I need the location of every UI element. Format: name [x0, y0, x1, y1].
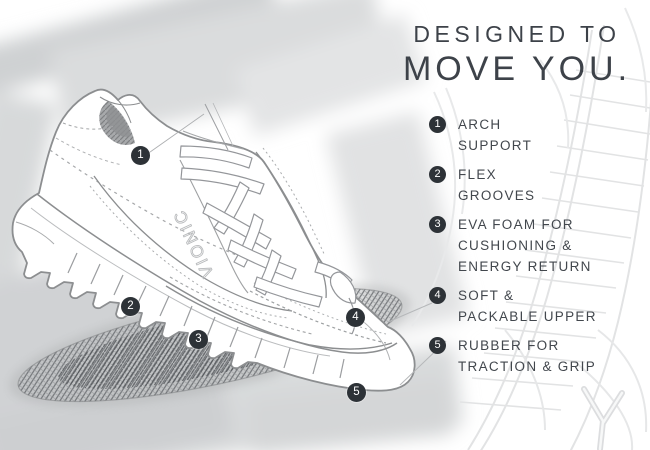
sneaker-sketch: VIONIC	[11, 88, 447, 392]
laces	[179, 145, 357, 335]
feature-number-badge: 5	[429, 337, 446, 354]
feature-number-badge: 4	[429, 287, 446, 304]
feature-list: 1 ARCH SUPPORT 2 FLEX GROOVES 3 EVA FOAM…	[429, 114, 597, 377]
shoe-marker-1: 1	[131, 146, 150, 165]
vionic-v-sketch-icon	[581, 386, 625, 450]
headline: DESIGNED TO MOVE YOU.	[386, 21, 648, 89]
shoe-marker-4: 4	[346, 308, 365, 327]
feature-number-badge: 1	[429, 116, 446, 133]
feature-item-rubber-grip: 5 RUBBER FOR TRACTION & GRIP	[429, 335, 597, 377]
headline-line1: DESIGNED TO	[413, 21, 621, 47]
headline-line2: MOVE YOU.	[402, 50, 632, 89]
faint-outsole-sketch	[411, 7, 650, 450]
feature-label: FLEX GROOVES	[458, 167, 536, 203]
feature-label: SOFT & PACKABLE UPPER	[458, 288, 597, 324]
feature-label: ARCH SUPPORT	[458, 117, 533, 153]
feature-item-eva-foam: 3 EVA FOAM FOR CUSHIONING & ENERGY RETUR…	[429, 214, 597, 277]
shoe-marker-3: 3	[189, 330, 208, 349]
shoe-marker-2: 2	[121, 297, 140, 316]
feature-number-badge: 2	[429, 166, 446, 183]
feature-item-packable-upper: 4 SOFT & PACKABLE UPPER	[429, 285, 597, 327]
feature-number-badge: 3	[429, 216, 446, 233]
shoe-marker-5: 5	[347, 383, 366, 402]
feature-label: EVA FOAM FOR CUSHIONING & ENERGY RETURN	[458, 217, 592, 274]
feature-label: RUBBER FOR TRACTION & GRIP	[458, 338, 597, 374]
feature-item-arch-support: 1 ARCH SUPPORT	[429, 114, 597, 156]
feature-item-flex-grooves: 2 FLEX GROOVES	[429, 164, 597, 206]
